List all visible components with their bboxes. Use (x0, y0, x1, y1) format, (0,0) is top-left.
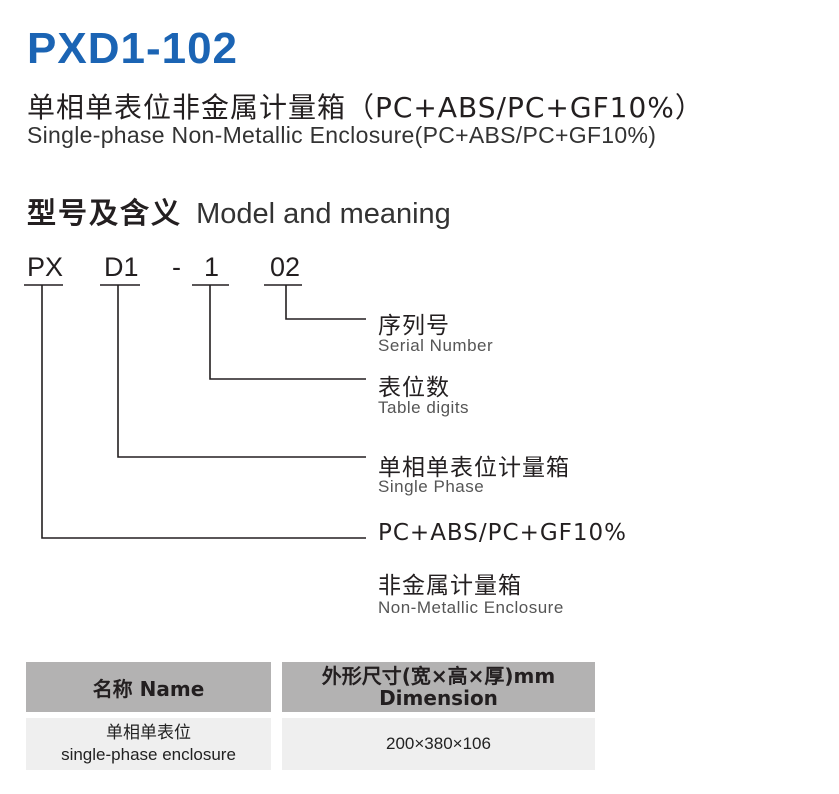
subtitle-chinese: 单相单表位非金属计量箱（PC+ABS/PC+GF10%） (27, 91, 704, 124)
product-title: PXD1-102 (27, 24, 239, 73)
label-material-cn: PC+ABS/PC+GF10% (378, 520, 628, 546)
code-part-d1: D1 (104, 252, 139, 282)
section-heading-cn: 型号及含义 (27, 196, 183, 230)
label-material-en: Non-Metallic Enclosure (378, 598, 564, 617)
leader-serial (285, 285, 366, 320)
leader-material (41, 285, 366, 539)
table-cell-name-cn: 单相单表位 (106, 723, 191, 743)
label-digits-cn: 表位数 (378, 375, 450, 401)
code-part-px: PX (27, 252, 64, 282)
table-header-name: 名称 Name (26, 662, 271, 712)
table-cell-name: 单相单表位 single-phase enclosure (26, 718, 271, 770)
subtitle-english: Single-phase Non-Metallic Enclosure(PC+A… (27, 122, 657, 148)
table-cell-name-en: single-phase enclosure (61, 745, 236, 764)
table-header-name-text: 名称 Name (92, 676, 205, 701)
connector-lines (24, 284, 366, 539)
leader-single-phase (117, 285, 366, 458)
table-header-dimension-cn: 外形尺寸(宽×高×厚)mm (321, 664, 556, 688)
table-cell-dimension: 200×380×106 (282, 718, 595, 770)
label-serial-cn: 序列号 (378, 313, 450, 339)
table-cell-dimension-value: 200×380×106 (386, 734, 491, 753)
label-serial-en: Serial Number (378, 336, 494, 355)
section-heading: 型号及含义 Model and meaning (27, 190, 451, 232)
label-phase-cn: 单相单表位计量箱 (378, 455, 570, 481)
section-heading-en: Model and meaning (196, 198, 451, 230)
label-material-cn2: 非金属计量箱 (378, 573, 522, 599)
table-header-dimension-en: Dimension (379, 686, 498, 710)
code-part-02: 02 (270, 252, 301, 282)
label-digits-en: Table digits (378, 398, 470, 417)
code-part-1: 1 (204, 252, 220, 282)
label-phase-en: Single Phase (378, 477, 485, 496)
leader-table-digits (209, 285, 366, 380)
code-part-dash: - (172, 252, 181, 282)
table-header-dimension: 外形尺寸(宽×高×厚)mm Dimension (282, 662, 595, 712)
